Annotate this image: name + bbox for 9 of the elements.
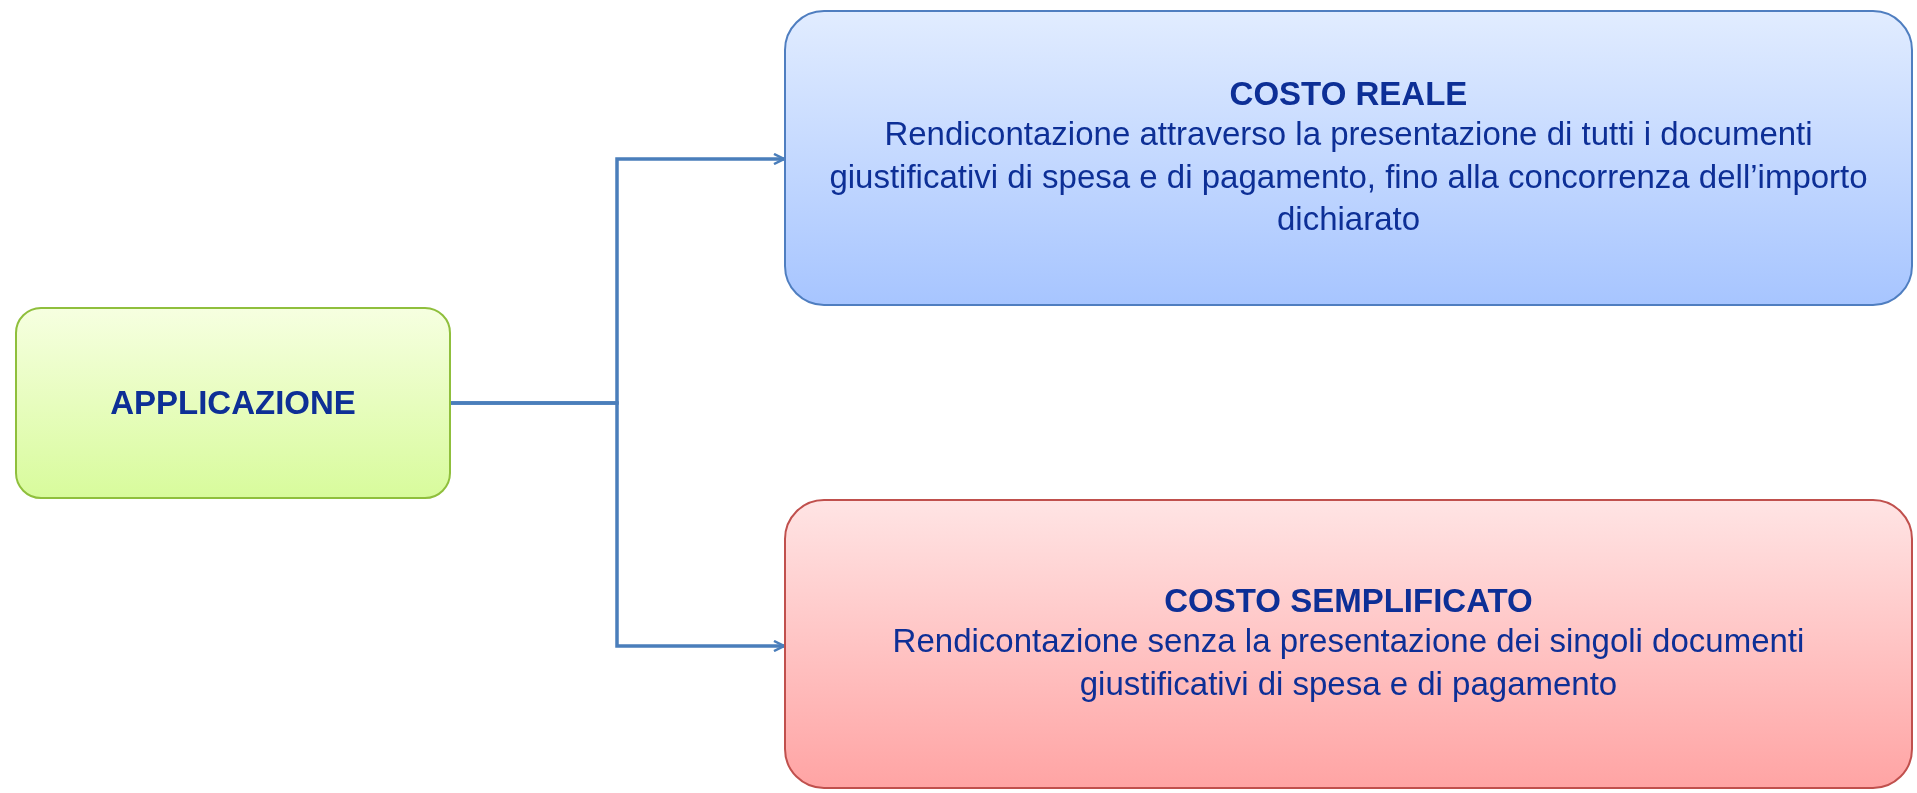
box-description: Rendicontazione attraverso la presentazione di tutti i documenti giustificativi di spesa e di pagamento, fino alla concorrenza dell’importo dichiarato	[828, 113, 1869, 240]
box-description: Rendicontazione senza la presentazione dei singoli documenti giustificativi di spesa e di pagamento	[891, 621, 1806, 704]
process-box	[15, 307, 451, 499]
box-heading: COSTO SEMPLIFICATO	[1164, 582, 1533, 621]
connector-arrow	[451, 401, 786, 653]
outcome-box	[784, 499, 1913, 789]
box-heading: APPLICAZIONE	[110, 384, 356, 422]
box-heading: COSTO REALE	[1229, 74, 1468, 113]
outcome-box	[784, 10, 1913, 306]
